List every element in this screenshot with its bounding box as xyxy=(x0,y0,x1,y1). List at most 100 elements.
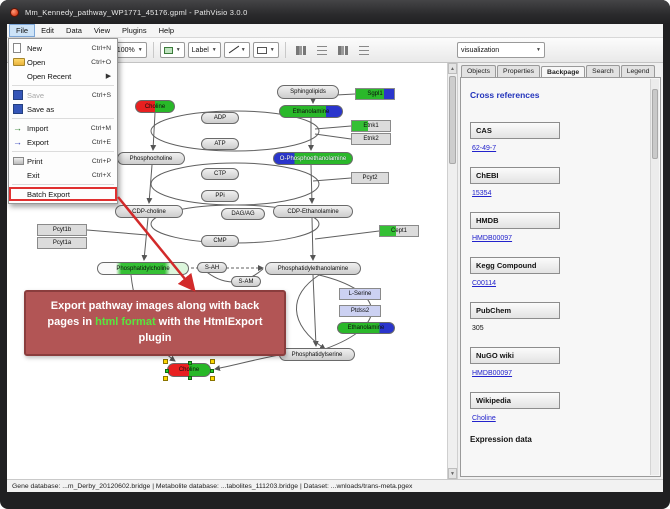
selection-handle[interactable] xyxy=(163,376,168,381)
tab-legend[interactable]: Legend xyxy=(620,65,656,77)
pathway-node-cdp-ethanolamine[interactable]: CDP-Ethanolamine xyxy=(273,205,353,218)
pathway-node-etnk2[interactable]: Etnk2 xyxy=(351,133,391,145)
menu-plugins[interactable]: Plugins xyxy=(122,26,147,35)
pathway-edge[interactable] xyxy=(314,230,380,240)
visualization-combo[interactable]: visualization ▼ xyxy=(457,42,545,58)
file-menu-item-shortcut: Ctrl+N xyxy=(91,44,111,52)
pathway-node-cept1[interactable]: Cept1 xyxy=(379,225,419,237)
title-bar[interactable]: Mm_Kennedy_pathway_WP1771_45176.gpml - P… xyxy=(0,0,670,24)
pathway-node-cmp[interactable]: CMP xyxy=(201,235,239,247)
pathway-node-atp[interactable]: ATP xyxy=(201,138,239,150)
menu-data[interactable]: Data xyxy=(66,26,82,35)
pathway-node-s-ah[interactable]: S-AH xyxy=(197,262,227,273)
selection-handle[interactable] xyxy=(163,359,168,364)
canvas-vertical-scrollbar[interactable]: ▲ ▼ xyxy=(447,63,458,479)
menu-help[interactable]: Help xyxy=(158,26,175,35)
pathway-node-dag-ag[interactable]: DAG/AG xyxy=(221,208,265,220)
pathway-edge[interactable] xyxy=(312,274,319,347)
selection-handle[interactable] xyxy=(210,359,215,364)
file-menu-item-open-recent[interactable]: Open Recent▶ xyxy=(9,69,117,83)
pathway-node-choline-top[interactable]: Choline xyxy=(135,100,175,113)
selection-mid-handle[interactable] xyxy=(187,376,192,380)
selection-mid-handle[interactable] xyxy=(210,368,214,373)
pathway-edge[interactable] xyxy=(150,112,157,151)
label-combo[interactable]: Label ▼ xyxy=(187,42,221,58)
xref-value[interactable]: C00114 xyxy=(472,280,497,287)
scrollbar-thumb[interactable] xyxy=(449,76,456,164)
pathway-node-o-phosphoethanolamine[interactable]: O-Phosphoethanolamine xyxy=(273,152,353,165)
pathway-edge[interactable] xyxy=(214,354,280,371)
tab-objects[interactable]: Objects xyxy=(461,65,497,77)
shape-combo[interactable]: ▼ xyxy=(252,42,279,58)
pathway-node-phosphatidylcholine[interactable]: Phosphatidylcholine xyxy=(97,262,189,275)
gene-node-icon xyxy=(163,46,173,54)
pathway-node-choline-bottom[interactable]: Choline xyxy=(167,363,211,377)
pathway-node-sphingolipids[interactable]: Sphingolipids xyxy=(277,85,339,99)
datanode-combo[interactable]: ▼ xyxy=(159,42,185,58)
line-tool-icon xyxy=(228,45,238,55)
distribute-button[interactable] xyxy=(334,41,352,59)
pathway-node-sgpl1[interactable]: Sgpl1 xyxy=(355,88,395,100)
align-horizontal-button[interactable] xyxy=(292,41,310,59)
pathway-edge[interactable] xyxy=(314,133,352,140)
pathway-node-etnk1[interactable]: Etnk1 xyxy=(351,120,391,132)
pathway-node-ethanolamine-right[interactable]: Ethanolamine xyxy=(337,322,395,334)
pathway-edge[interactable] xyxy=(309,217,316,261)
menu-file[interactable]: File xyxy=(9,24,36,37)
pathway-node-cdp-choline[interactable]: CDP-choline xyxy=(115,205,183,218)
pathway-node-ctp[interactable]: CTP xyxy=(201,168,239,180)
scroll-down-icon[interactable]: ▼ xyxy=(448,468,457,479)
scroll-up-icon[interactable]: ▲ xyxy=(448,63,457,74)
status-bar: Gene database: ...m_Derby_20120602.bridg… xyxy=(7,479,663,492)
pathway-node-pcyt2[interactable]: Pcyt2 xyxy=(351,172,389,184)
file-menu-item-save-as[interactable]: Save as xyxy=(9,102,117,116)
save-disk-icon xyxy=(13,90,27,100)
pathway-edge[interactable] xyxy=(312,177,352,182)
tab-backpage[interactable]: Backpage xyxy=(541,66,586,78)
xref-value[interactable]: 62-49-7 xyxy=(472,145,497,152)
data-mapping-button[interactable] xyxy=(355,41,373,59)
menu-view[interactable]: View xyxy=(93,26,110,35)
pathway-edge[interactable] xyxy=(308,164,315,204)
pathway-node-pcyt1a[interactable]: Pcyt1a xyxy=(37,237,87,249)
line-combo[interactable]: ▼ xyxy=(223,42,250,58)
pathway-node-phosphocholine[interactable]: Phosphocholine xyxy=(117,152,185,165)
pathway-node-pcyt1b[interactable]: Pcyt1b xyxy=(37,224,87,236)
panel-scrollbar[interactable] xyxy=(650,79,659,475)
menu-edit[interactable]: Edit xyxy=(41,26,55,35)
xref-value[interactable]: Choline xyxy=(472,415,496,422)
file-menu-item-batch-export[interactable]: Batch Export xyxy=(9,187,117,201)
selection-mid-handle[interactable] xyxy=(187,361,192,365)
pathway-node-ppi[interactable]: PPi xyxy=(201,190,239,202)
selection-mid-handle[interactable] xyxy=(165,368,169,373)
panel-scrollbar-thumb[interactable] xyxy=(652,89,658,159)
tab-search[interactable]: Search xyxy=(586,65,620,77)
pathway-edge[interactable] xyxy=(296,274,326,350)
selection-handle[interactable] xyxy=(210,376,215,381)
pathway-node-adp[interactable]: ADP xyxy=(201,112,239,124)
pathway-node-phosphatidylserine[interactable]: Phosphatidylserine xyxy=(279,348,355,361)
tab-properties[interactable]: Properties xyxy=(497,65,541,77)
xref-value[interactable]: HMDB00097 xyxy=(472,370,513,377)
pathway-node-ptdss2[interactable]: Ptdss2 xyxy=(339,305,381,317)
xref-value[interactable]: HMDB00097 xyxy=(472,235,513,242)
pathway-node-s-am[interactable]: S-AM xyxy=(231,276,261,287)
pathway-node-ethanolamine-top[interactable]: Ethanolamine xyxy=(279,105,343,118)
xref-value[interactable]: 15354 xyxy=(472,190,492,197)
align-vertical-button[interactable] xyxy=(313,41,331,59)
pathway-edge[interactable] xyxy=(314,125,352,130)
pathway-edge[interactable] xyxy=(150,110,320,152)
file-menu-item-shortcut: Ctrl+X xyxy=(91,171,111,179)
pathway-node-l-serine[interactable]: L-Serine xyxy=(339,288,381,300)
pathway-node-phosphatidylethanolamine[interactable]: Phosphatidylethanolamine xyxy=(265,262,361,275)
